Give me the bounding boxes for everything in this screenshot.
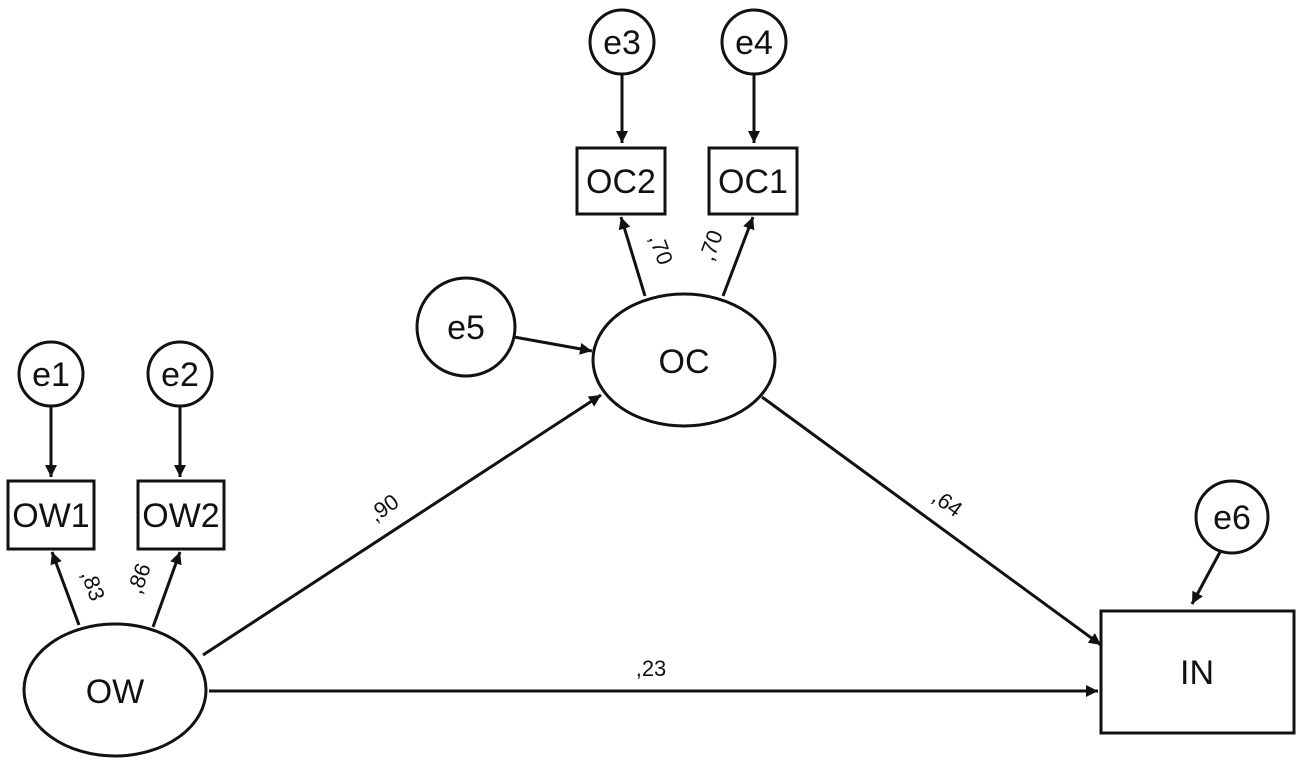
node-e2: e2	[146, 340, 214, 408]
node-oc2-label: OC2	[586, 163, 656, 201]
node-oc-label: OC	[659, 343, 710, 381]
node-oc: OC	[591, 292, 777, 428]
node-oc2: OC2	[575, 146, 667, 216]
node-e3: e3	[588, 8, 656, 76]
node-e4-label: e4	[735, 24, 773, 62]
node-ow2: OW2	[136, 479, 226, 551]
edge-oc-oc2	[618, 216, 647, 297]
node-oc1: OC1	[707, 146, 799, 216]
edge-ow-ow2	[151, 551, 182, 628]
node-in-label: IN	[1180, 654, 1214, 692]
edge-ow-oc	[202, 393, 602, 657]
node-ow-label: OW	[86, 673, 145, 711]
coef-ow-ow1: ,83	[76, 567, 110, 604]
node-ow1: OW1	[6, 479, 96, 551]
coef-ow-ow2: ,86	[122, 560, 156, 597]
node-e5-label: e5	[447, 309, 485, 347]
edge-e6-in	[1190, 551, 1222, 605]
edge-oc-in	[761, 395, 1102, 647]
node-e6: e6	[1194, 479, 1270, 555]
coef-ow-in: ,23	[636, 656, 667, 681]
coef-oc-oc2: ,70	[644, 231, 678, 268]
coef-oc-in: ,64	[928, 484, 967, 522]
node-e4: e4	[720, 8, 788, 76]
node-ow1-label: OW1	[12, 497, 89, 535]
node-e5: e5	[415, 276, 517, 378]
node-oc1-label: OC1	[718, 163, 788, 201]
node-e1-label: e1	[32, 356, 70, 394]
node-e6-label: e6	[1213, 499, 1251, 537]
edge-ow-ow1	[50, 551, 81, 626]
node-ow: OW	[22, 622, 208, 758]
node-in: IN	[1099, 609, 1296, 735]
node-e3-label: e3	[603, 24, 641, 62]
coef-ow-oc: ,90	[364, 489, 403, 527]
node-ow2-label: OW2	[142, 497, 219, 535]
coef-oc-oc1: ,70	[694, 227, 728, 264]
node-e1: e1	[17, 340, 85, 408]
edge-e5-oc	[513, 335, 593, 355]
node-e2-label: e2	[161, 356, 199, 394]
edge-oc-oc1	[721, 216, 755, 297]
